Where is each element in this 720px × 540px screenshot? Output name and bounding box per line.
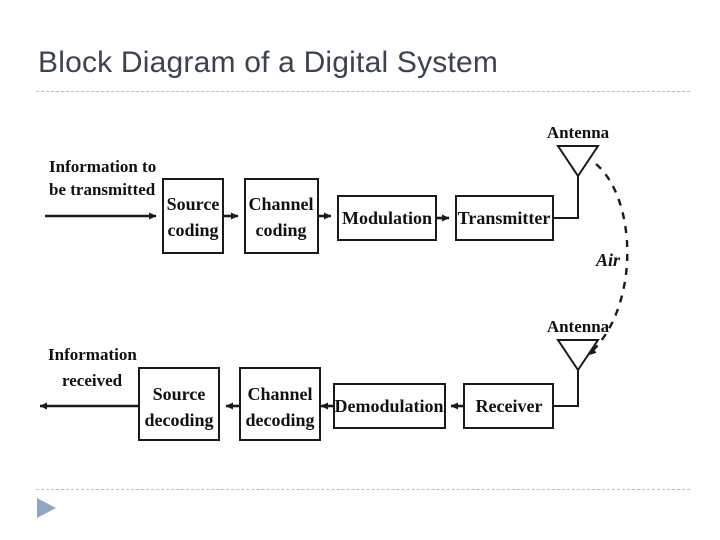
block-source-coding	[162, 178, 224, 254]
block-modulation-label: Modulation	[342, 208, 432, 228]
block-channel-decoding	[239, 367, 321, 441]
air-label: Air	[595, 250, 621, 270]
air-propagation-arrow	[587, 163, 629, 356]
block-channel-decoding-line1: Channel	[247, 384, 312, 404]
block-diagram: Information to be transmitted Source cod…	[0, 100, 720, 470]
antenna-transmit-icon	[556, 145, 600, 178]
page-title: Block Diagram of a Digital System	[38, 46, 499, 79]
title-divider	[36, 91, 690, 92]
input-label-line2: be transmitted	[49, 180, 156, 199]
block-channel-decoding-line2: decoding	[245, 410, 314, 430]
block-receiver-label: Receiver	[476, 396, 543, 416]
output-label-line1: Information	[48, 345, 137, 364]
output-label-line2: received	[62, 371, 123, 390]
block-channel-coding-line1: Channel	[248, 194, 313, 214]
input-label-line1: Information to	[49, 157, 156, 176]
block-source-decoding-line1: Source	[153, 384, 206, 404]
slide-advance-triangle-icon[interactable]	[37, 498, 56, 518]
block-source-decoding	[138, 367, 220, 441]
block-channel-coding	[244, 178, 319, 254]
feedline-antenna-receiver	[553, 370, 579, 407]
block-demodulation-label: Demodulation	[334, 396, 443, 416]
antenna-receive-label: Antenna	[547, 317, 610, 336]
block-channel-coding-line2: coding	[255, 220, 306, 240]
antenna-transmit-label: Antenna	[547, 123, 610, 142]
block-transmitter-label: Transmitter	[458, 208, 551, 228]
block-source-coding-line1: Source	[167, 194, 220, 214]
block-source-coding-line2: coding	[167, 220, 218, 240]
block-transmitter	[455, 195, 554, 241]
feedline-transmitter-antenna	[553, 176, 579, 219]
footer-divider	[36, 489, 690, 490]
antenna-receive-icon	[556, 339, 600, 372]
block-source-decoding-line2: decoding	[144, 410, 213, 430]
block-modulation	[337, 195, 437, 241]
